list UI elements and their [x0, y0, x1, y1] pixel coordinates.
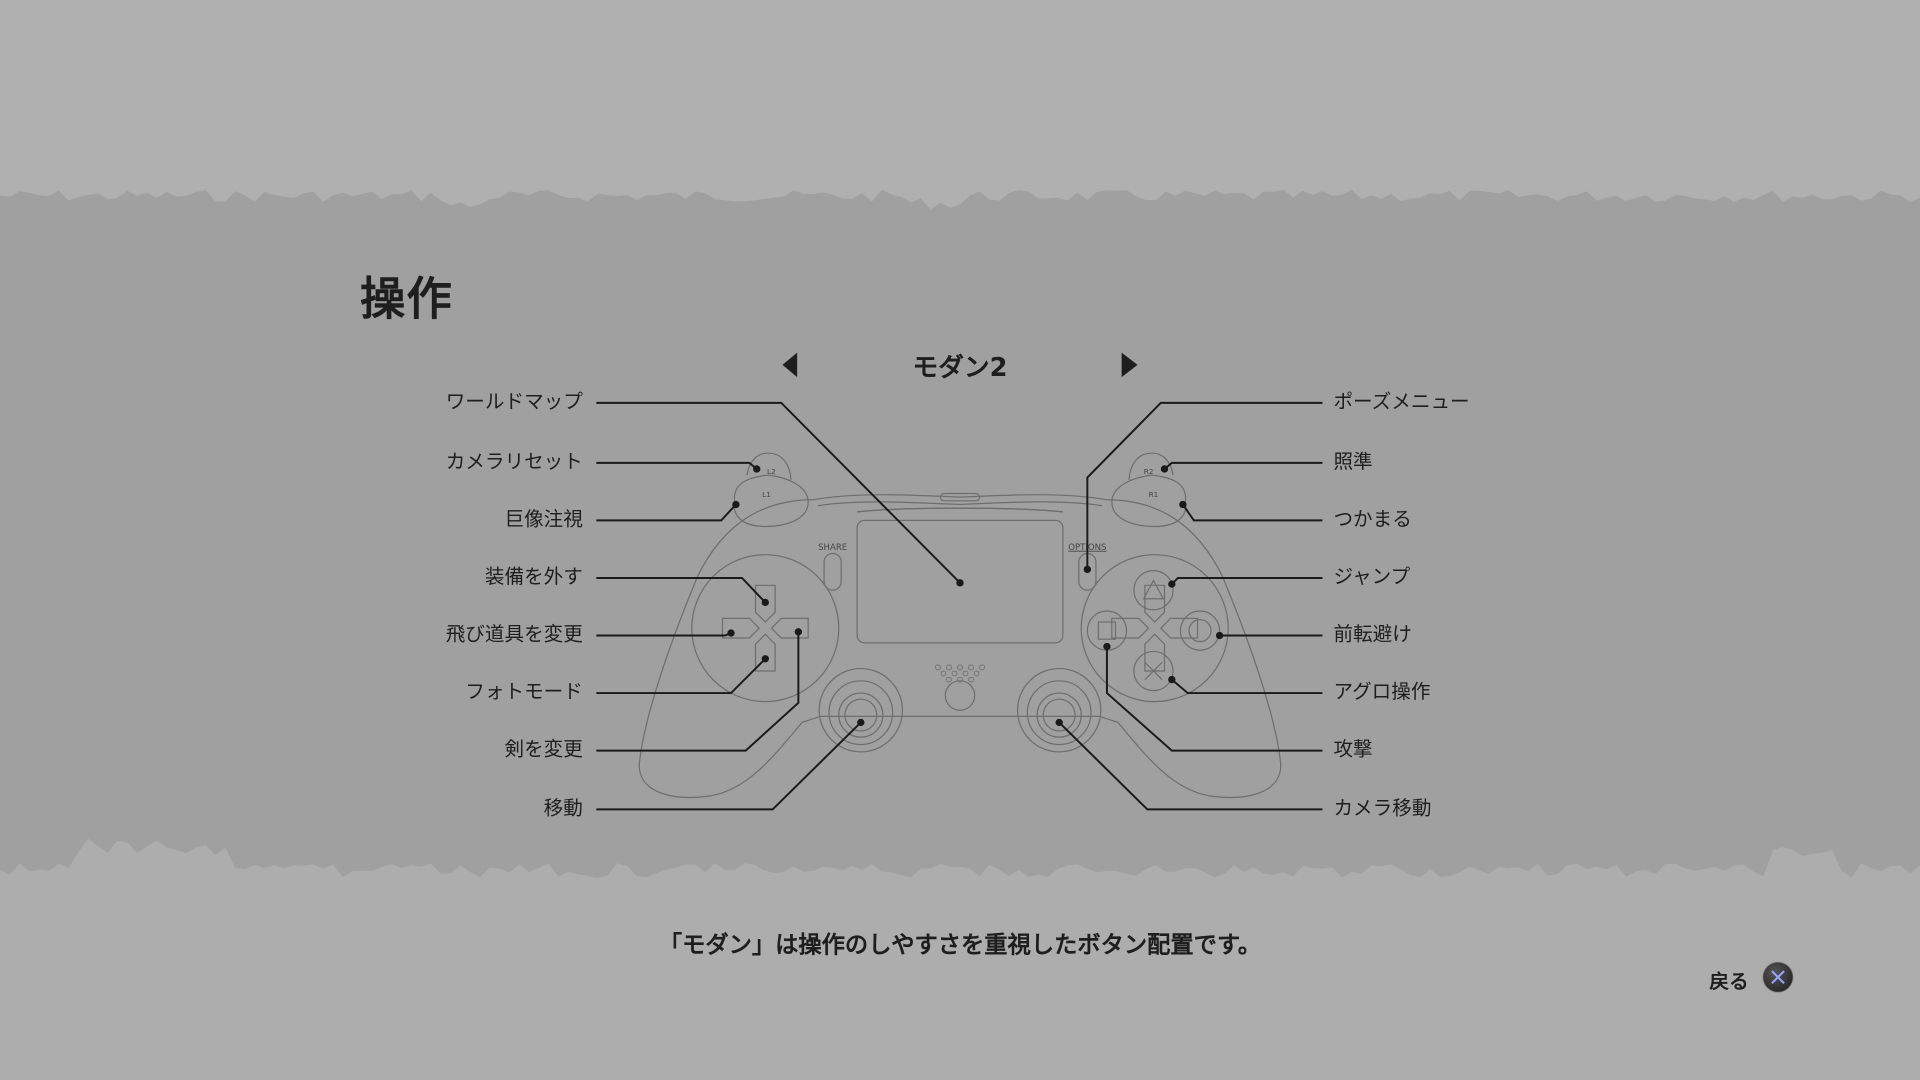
share-label: SHARE: [818, 543, 847, 553]
leader-dot: [761, 598, 769, 607]
r2-label: R2: [1144, 467, 1154, 476]
leader-dot: [857, 718, 865, 727]
scheme-name[interactable]: モダン2: [912, 352, 1008, 383]
leader-line-right: [1105, 646, 1323, 752]
leader-dot: [1168, 675, 1176, 684]
leader-dot: [1103, 642, 1111, 651]
leader-line-left: [596, 461, 758, 470]
leader-dot: [727, 629, 735, 637]
prev-scheme-arrow-icon[interactable]: [782, 352, 798, 378]
speaker-hole: [973, 670, 980, 677]
leader-line-left: [596, 658, 766, 695]
leader-dot: [1083, 565, 1092, 574]
right-binding-label: アグロ操作: [1333, 679, 1431, 703]
leader-line-right: [1086, 401, 1323, 570]
leader-dot: [761, 655, 769, 663]
right-binding-label: つかまる: [1333, 506, 1412, 531]
speaker-hole: [957, 676, 963, 683]
leader-line-right: [1163, 461, 1323, 470]
speaker-hole: [957, 664, 963, 671]
leader-line-right: [1182, 503, 1323, 522]
r1-label: R1: [1149, 490, 1159, 499]
back-label[interactable]: 戻る: [1709, 969, 1749, 994]
left-binding-label: カメラリセット: [445, 449, 583, 473]
leader-dot: [1160, 465, 1169, 473]
speaker-hole: [946, 664, 952, 671]
leader-dot: [753, 465, 761, 473]
leader-dot: [794, 628, 803, 636]
left-binding-label: ワールドマップ: [445, 389, 583, 413]
leader-dot: [1179, 500, 1187, 509]
speaker-hole: [962, 670, 969, 677]
speaker-hole: [935, 664, 941, 671]
speaker-hole: [940, 670, 947, 677]
left-binding-label: 剣を変更: [504, 737, 583, 761]
left-binding-label: 装備を外す: [484, 564, 583, 588]
leader-line-left: [596, 721, 862, 811]
left-binding-label: 巨像注視: [504, 506, 583, 531]
left-binding-label: 移動: [543, 795, 583, 820]
speaker-hole: [951, 670, 958, 677]
leader-dot: [1215, 631, 1224, 640]
cross-button-icon[interactable]: [1763, 962, 1793, 992]
leader-dot: [732, 500, 740, 509]
right-binding-label: カメラ移動: [1333, 795, 1432, 820]
next-scheme-arrow-icon[interactable]: [1121, 352, 1138, 378]
left-binding-label: フォトモード: [465, 679, 583, 703]
right-binding-label: ジャンプ: [1333, 564, 1411, 588]
speaker-hole: [968, 664, 974, 671]
right-binding-label: 攻撃: [1333, 737, 1373, 761]
leader-line-left: [596, 401, 961, 584]
leader-dot: [1168, 580, 1176, 588]
page-title: 操作: [360, 273, 454, 326]
right-binding-label: 照準: [1333, 449, 1373, 473]
leader-dot: [1055, 718, 1063, 727]
leader-line-left: [596, 632, 732, 637]
left-binding-label: 飛び道具を変更: [445, 622, 583, 646]
leader-line-right: [1171, 576, 1323, 585]
leader-line-right: [1058, 721, 1323, 811]
l1-label: L1: [762, 490, 771, 499]
leader-line-left: [596, 631, 800, 752]
right-binding-label: 前転避け: [1333, 622, 1412, 646]
leader-line-right: [1171, 678, 1323, 695]
speaker-hole: [968, 676, 974, 683]
leader-lines: [596, 401, 1323, 811]
scheme-description: 「モダン」は操作のしやすさを重視したボタン配置です。: [658, 931, 1262, 959]
leader-line-left: [596, 576, 767, 604]
leader-line-left: [596, 503, 737, 522]
l2-label: L2: [767, 467, 776, 476]
right-binding-label: ポーズメニュー: [1333, 389, 1470, 413]
speaker-hole: [946, 676, 952, 683]
speaker-hole: [979, 664, 985, 671]
leader-dot: [956, 579, 964, 587]
